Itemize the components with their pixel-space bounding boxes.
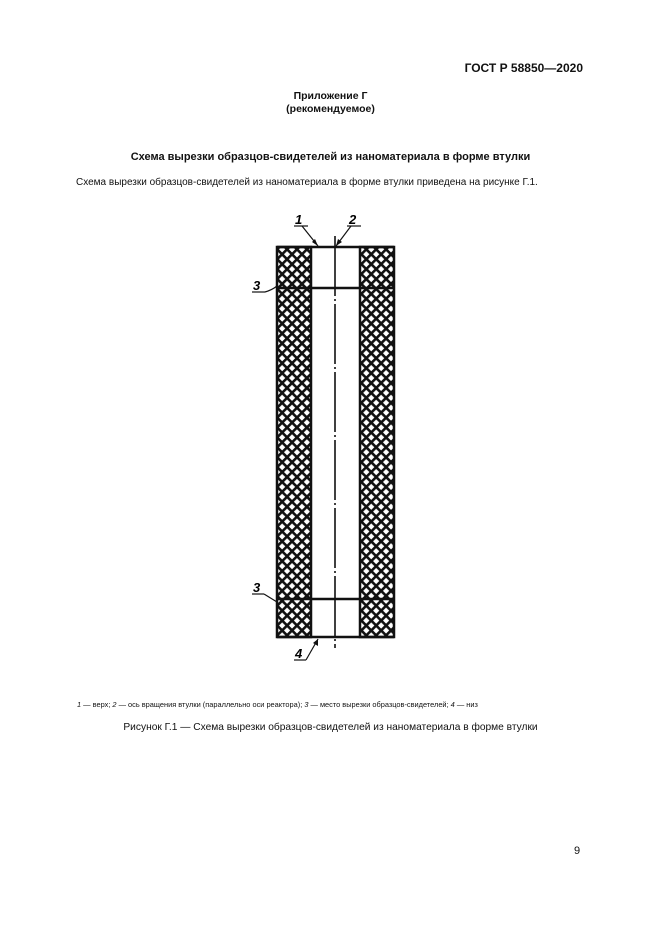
annex-title: Приложение Г bbox=[293, 90, 368, 102]
label-2: 2 bbox=[348, 212, 357, 227]
label-3-upper: 3 bbox=[253, 278, 261, 293]
annex-status: (рекомендуемое) bbox=[286, 103, 375, 115]
right-wall-hatched bbox=[358, 245, 396, 639]
legend-item-2: 2 — ось вращения втулки (параллельно оси… bbox=[112, 700, 305, 709]
label-1: 1 bbox=[295, 212, 302, 227]
label-3-lower: 3 bbox=[253, 580, 261, 595]
standard-number: ГОСТ Р 58850—2020 bbox=[464, 61, 583, 75]
legend-item-4: 4 — низ bbox=[450, 700, 478, 709]
legend-item-1: 1 — верх; bbox=[77, 700, 113, 709]
left-wall-hatched bbox=[275, 245, 313, 639]
label-4: 4 bbox=[294, 646, 303, 661]
figure-legend: 1 — верх; 2 — ось вращения втулки (парал… bbox=[77, 700, 478, 709]
legend-item-3: 3 — место вырезки образцов-свидетелей; bbox=[304, 700, 451, 709]
page-number: 9 bbox=[574, 845, 581, 857]
intro-paragraph: Схема вырезки образцов-свидетелей из нан… bbox=[76, 177, 538, 188]
figure-caption: Рисунок Г.1 — Схема вырезки образцов-сви… bbox=[123, 722, 538, 733]
section-heading: Схема вырезки образцов-свидетелей из нан… bbox=[130, 151, 531, 163]
